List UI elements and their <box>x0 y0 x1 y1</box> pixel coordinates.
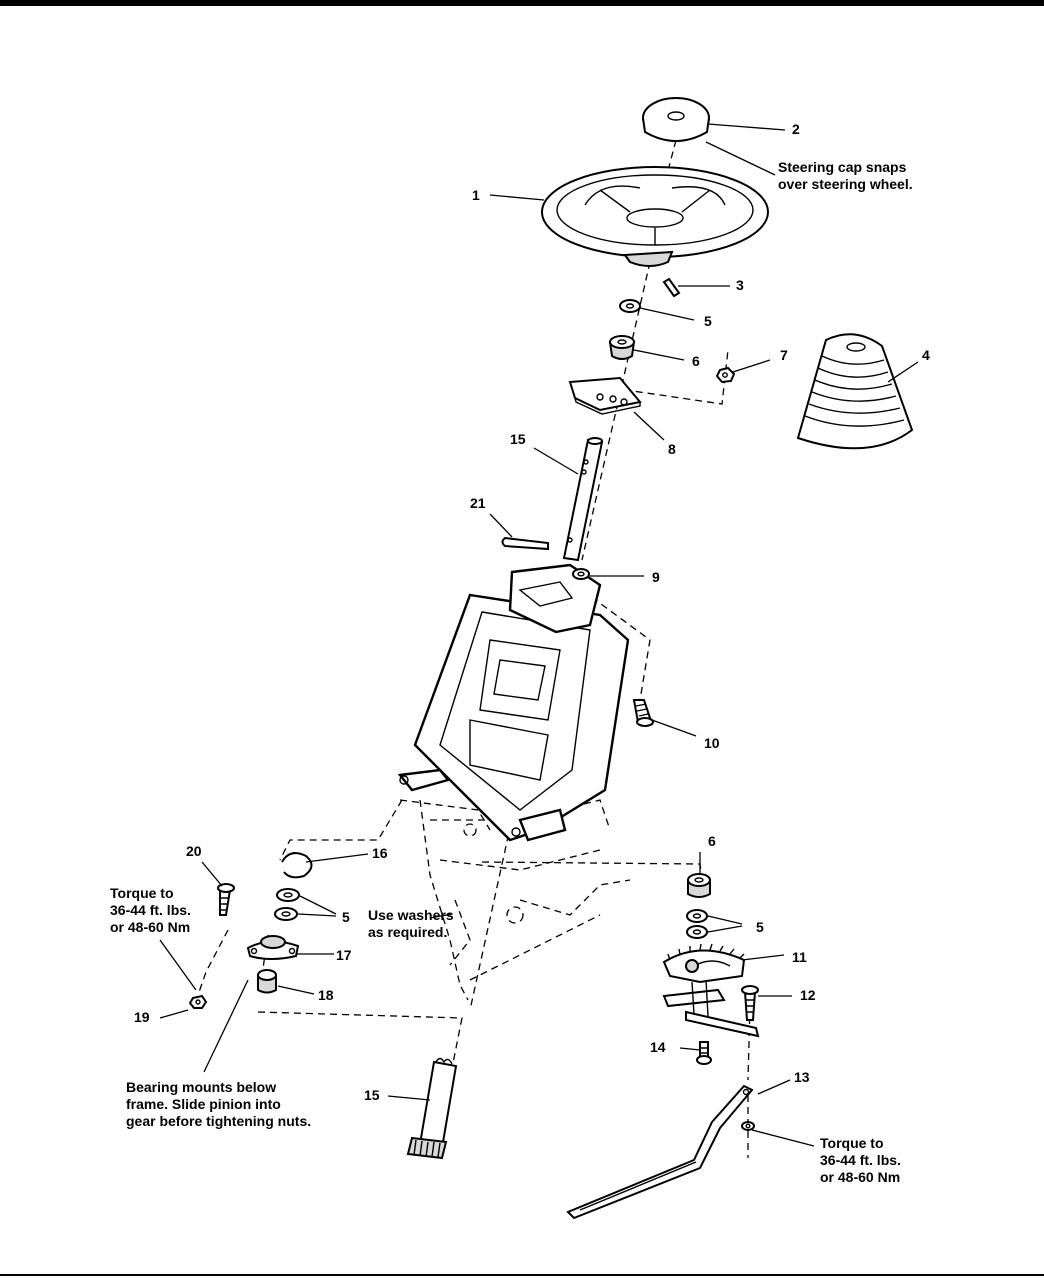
roll-pin <box>662 277 681 298</box>
bottom-rule <box>0 1274 1044 1276</box>
bolt-lower <box>696 1041 712 1065</box>
washer-frame <box>572 568 590 580</box>
note-bearing-line3: gear before tightening nuts. <box>126 1113 311 1129</box>
carriage-bolt <box>632 699 654 727</box>
steering-arm <box>662 979 760 1038</box>
note-washers-line2: as required. <box>368 924 447 940</box>
callout-15-bottom: 15 <box>364 1087 380 1103</box>
callout-3: 3 <box>736 277 744 293</box>
callout-19: 19 <box>134 1009 150 1025</box>
mounting-plate <box>568 376 642 415</box>
callout-1: 1 <box>472 187 480 203</box>
callout-4: 4 <box>922 347 930 363</box>
bushing-right <box>687 873 711 898</box>
cotter-pin <box>501 536 549 551</box>
hex-nut <box>715 366 736 384</box>
washer-top <box>619 299 641 313</box>
callout-5-right: 5 <box>756 919 764 935</box>
callout-15-top: 15 <box>510 431 526 447</box>
callout-2: 2 <box>792 121 800 137</box>
callout-7: 7 <box>780 347 788 363</box>
note-torque-left-line3: or 48-60 Nm <box>110 919 190 935</box>
callout-8: 8 <box>668 441 676 457</box>
note-bearing-line1: Bearing mounts below <box>126 1079 276 1095</box>
note-bearing-line2: frame. Slide pinion into <box>126 1096 281 1112</box>
note-torque-left-line1: Torque to <box>110 885 174 901</box>
note-torque-right-line2: 36-44 ft. lbs. <box>820 1152 901 1168</box>
callout-9: 9 <box>652 569 660 585</box>
steering-support-frame <box>397 563 630 842</box>
drag-link <box>566 1084 754 1220</box>
note-washers-line1: Use washers <box>368 907 454 923</box>
callouts: 1 2 3 4 5 6 7 8 15 21 9 10 6 5 11 12 14 … <box>134 121 930 1103</box>
pinion-shaft-lower <box>406 1057 458 1160</box>
callout-13: 13 <box>794 1069 810 1085</box>
callout-6-top: 6 <box>692 353 700 369</box>
note-torque-left-line2: 36-44 ft. lbs. <box>110 902 191 918</box>
lower-frame-outline <box>419 799 631 1001</box>
notes: Steering cap snaps over steering wheel. … <box>110 159 913 1185</box>
callout-11: 11 <box>792 949 807 965</box>
washers-left <box>274 888 300 921</box>
callout-20: 20 <box>186 843 202 859</box>
steering-wheel <box>541 166 769 267</box>
callout-5-left: 5 <box>342 909 350 925</box>
note-cap-line2: over steering wheel. <box>778 176 913 192</box>
steering-shaft-upper <box>562 437 604 562</box>
callout-14: 14 <box>650 1039 666 1055</box>
callout-18: 18 <box>318 987 334 1003</box>
top-rule <box>0 0 1044 6</box>
callout-10: 10 <box>704 735 720 751</box>
nut-drag-link <box>741 1121 755 1131</box>
bushing-top <box>608 335 636 360</box>
callout-16: 16 <box>372 845 388 861</box>
note-cap-line1: Steering cap snaps <box>778 159 907 175</box>
callout-12: 12 <box>800 987 816 1003</box>
callout-21: 21 <box>470 495 486 511</box>
e-clip <box>281 852 313 879</box>
bolt-left <box>217 883 235 916</box>
washers-right <box>686 909 708 939</box>
callout-17: 17 <box>336 947 352 963</box>
steering-boot <box>796 333 914 450</box>
callout-5-top: 5 <box>704 313 712 329</box>
flange-bearing <box>246 935 300 960</box>
callout-6-right: 6 <box>708 833 716 849</box>
bushing-bearing <box>257 969 277 994</box>
nut-left <box>188 994 208 1009</box>
leader-lines <box>159 123 919 1147</box>
bolt-right <box>741 985 759 1021</box>
note-torque-right-line3: or 48-60 Nm <box>820 1169 900 1185</box>
note-torque-right-line1: Torque to <box>820 1135 884 1151</box>
sector-gear <box>662 943 746 984</box>
steering-cap <box>642 97 710 142</box>
